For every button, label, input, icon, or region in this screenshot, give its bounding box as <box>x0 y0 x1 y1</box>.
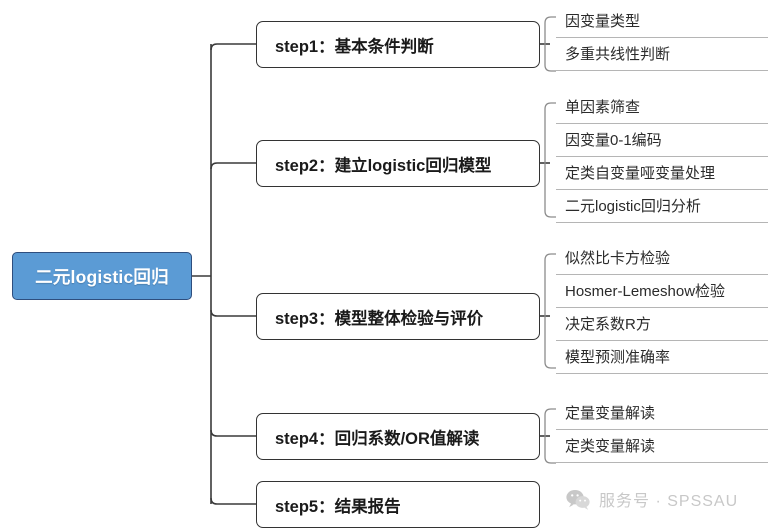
leaf-item[interactable]: 模型预测准确率 <box>556 341 768 374</box>
leaf-item[interactable]: 单因素筛查 <box>556 91 768 124</box>
wechat-icon <box>566 489 590 510</box>
connector-trunk-step2 <box>210 162 256 170</box>
leaf-item[interactable]: Hosmer-Lemeshow检验 <box>556 275 768 308</box>
step-node-2[interactable]: step2：建立logistic回归模型 <box>256 140 540 187</box>
watermark-text: 服务号 · SPSSAU <box>599 493 739 510</box>
leaf-bracket-step3 <box>544 253 556 369</box>
connector-trunk-step3 <box>210 309 256 317</box>
step-node-1[interactable]: step1：基本条件判断 <box>256 21 540 68</box>
step-node-4[interactable]: step4：回归系数/OR值解读 <box>256 413 540 460</box>
step-node-3[interactable]: step3：模型整体检验与评价 <box>256 293 540 340</box>
leaf-item[interactable]: 二元logistic回归分析 <box>556 190 768 223</box>
root-node[interactable]: 二元logistic回归 <box>12 252 192 300</box>
leaf-item[interactable]: 决定系数R方 <box>556 308 768 341</box>
leaf-group-2: 单因素筛查 因变量0-1编码 定类自变量哑变量处理 二元logistic回归分析 <box>556 91 768 223</box>
leaf-group-4: 定量变量解读 定类变量解读 <box>556 397 768 463</box>
leaf-item[interactable]: 定类自变量哑变量处理 <box>556 157 768 190</box>
connector-trunk-step4 <box>210 429 256 437</box>
leaf-item[interactable]: 似然比卡方检验 <box>556 242 768 275</box>
leaf-group-1: 因变量类型 多重共线性判断 <box>556 5 768 71</box>
leaf-item[interactable]: 因变量类型 <box>556 5 768 38</box>
leaf-item[interactable]: 因变量0-1编码 <box>556 124 768 157</box>
step-node-5-label: step5：结果报告 <box>275 497 401 516</box>
connector-trunk-step1 <box>210 43 256 51</box>
step-node-2-label: step2：建立logistic回归模型 <box>275 156 492 175</box>
leaf-item[interactable]: 定类变量解读 <box>556 430 768 463</box>
step-node-5[interactable]: step5：结果报告 <box>256 481 540 528</box>
leaf-item[interactable]: 多重共线性判断 <box>556 38 768 71</box>
connector-trunk-step5 <box>210 497 256 505</box>
leaf-item[interactable]: 定量变量解读 <box>556 397 768 430</box>
step-node-4-label: step4：回归系数/OR值解读 <box>275 429 480 448</box>
leaf-bracket-step4 <box>544 408 556 464</box>
step-node-1-label: step1：基本条件判断 <box>275 37 434 56</box>
root-node-label: 二元logistic回归 <box>35 266 169 287</box>
leaf-group-3: 似然比卡方检验 Hosmer-Lemeshow检验 决定系数R方 模型预测准确率 <box>556 242 768 374</box>
leaf-bracket-step1 <box>544 16 556 72</box>
watermark: 服务号 · SPSSAU <box>566 487 738 511</box>
step-node-3-label: step3：模型整体检验与评价 <box>275 309 484 328</box>
leaf-bracket-step2 <box>544 102 556 218</box>
